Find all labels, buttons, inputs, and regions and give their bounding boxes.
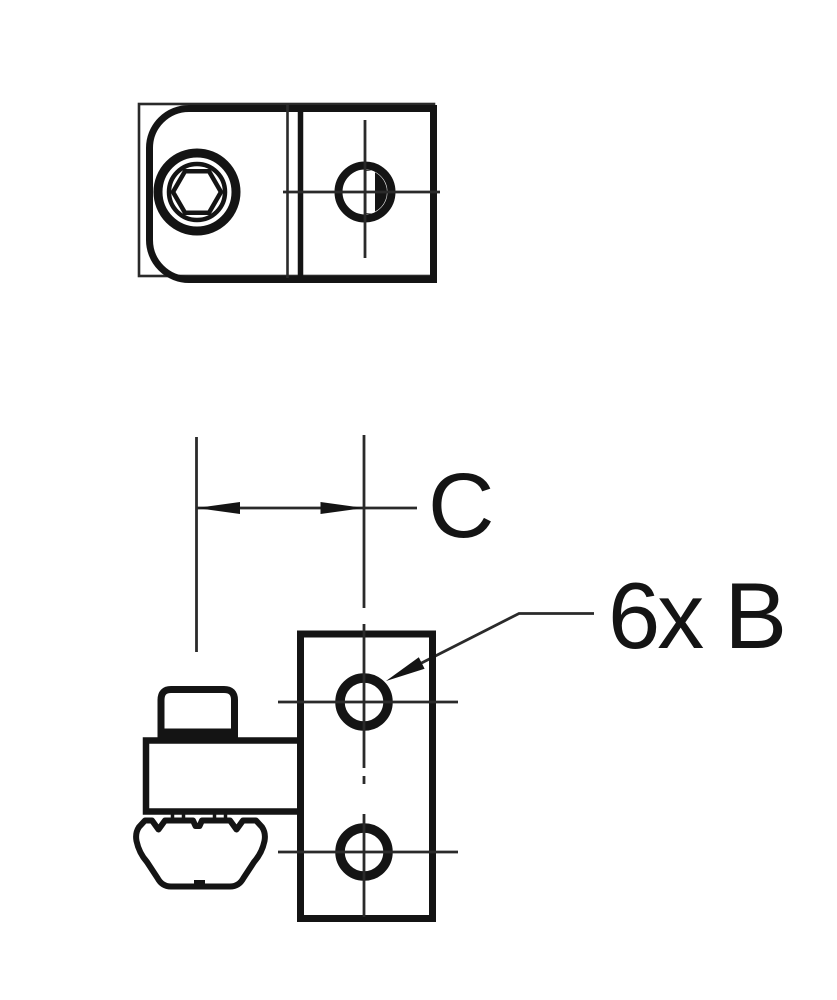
t-nut-bottom-nub (194, 880, 205, 887)
t-nut-outline (133, 817, 268, 890)
dimension-label: C (428, 455, 494, 557)
top-view-clamp-outline (146, 105, 437, 283)
hex-socket-screw (153, 148, 241, 236)
screw-head-circle (153, 148, 241, 236)
screw-socket-circle (166, 161, 228, 223)
screw-head-side (157, 686, 238, 742)
clamp-arm-outline (142, 737, 300, 815)
t-nut (133, 810, 268, 890)
leader-arrowhead (386, 657, 425, 681)
leader-line (420, 612, 594, 665)
front-view (133, 435, 458, 922)
dimension-arrow-left (196, 502, 240, 514)
slotted-pin-hole (283, 120, 440, 258)
screw-head-seat-band (157, 728, 238, 742)
screw-head-outline (157, 686, 238, 740)
centerlines (278, 435, 458, 917)
hole-count-label: 6x B (608, 563, 784, 668)
t-nut-right-tab (212, 810, 228, 823)
t-nut-left-tab (170, 810, 186, 823)
dimension-c: C (195, 437, 494, 652)
top-view (137, 102, 440, 283)
front-view-block-outline (297, 630, 436, 922)
hex-socket-icon (170, 168, 224, 216)
dimension-arrow-right (320, 502, 364, 514)
hole-callout: 6x B (386, 563, 787, 681)
